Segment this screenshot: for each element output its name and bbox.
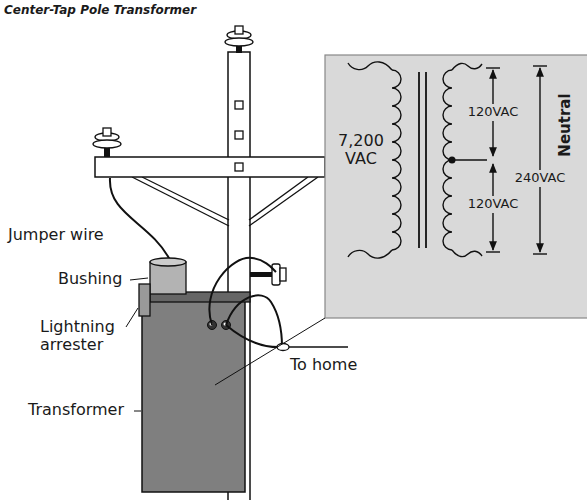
voltage-label: 240VAC (513, 170, 568, 187)
schematic-inset (325, 55, 587, 318)
diagram-title: Center-Tap Pole Transformer (4, 4, 196, 18)
part-label: To home (290, 356, 357, 374)
wire-clamp (277, 344, 289, 351)
dimension-tick (533, 253, 547, 254)
crossarm (95, 157, 325, 177)
voltage-label: 120VAC (466, 196, 521, 213)
neutral-label: Neutral (557, 93, 574, 156)
core-line (418, 72, 420, 248)
leader-line (126, 308, 138, 327)
neutral-wire (209, 258, 276, 325)
secondary-lead (452, 250, 482, 257)
insulator-disc (93, 140, 121, 148)
brace-line (142, 177, 229, 220)
brace-line (249, 177, 308, 220)
bolt (235, 131, 243, 139)
transformer-schematic (348, 62, 547, 258)
lightning-arrester (139, 284, 150, 316)
part-label: Jumper wire (8, 226, 104, 244)
bolt (235, 101, 243, 109)
crossarm-brace (132, 177, 318, 226)
spool-bracket (250, 272, 272, 277)
bushing (150, 262, 186, 294)
service-wire (226, 325, 282, 347)
inset-leader (215, 318, 325, 385)
dimension-tick (486, 251, 500, 252)
bushing-top (150, 258, 186, 266)
core-line (425, 72, 427, 248)
pole-bolts (235, 101, 243, 171)
center-tap-dot (449, 157, 456, 164)
left-insulator (93, 128, 121, 157)
bolt (235, 163, 243, 171)
spool-body (280, 268, 286, 281)
insulator-cap (103, 128, 111, 136)
top-insulator (225, 26, 253, 53)
brace-line (249, 177, 318, 226)
dimension-tick (533, 65, 547, 66)
spool-insulator (250, 264, 286, 285)
primary-coil (392, 70, 401, 250)
brace-line (132, 177, 229, 226)
service-drop (289, 346, 348, 348)
secondary-lead (452, 63, 482, 70)
jumper-wire (110, 178, 170, 260)
primary-lead (348, 250, 392, 258)
center-tap-line (452, 159, 487, 160)
insulator-disc (225, 38, 253, 46)
part-label: Transformer (28, 401, 124, 419)
leader-line (134, 411, 141, 412)
secondary-wires (209, 258, 282, 347)
part-label: Bushing (58, 270, 122, 288)
dimension-tick (486, 67, 500, 68)
primary-lead (348, 62, 392, 70)
voltage-arrow (539, 68, 540, 252)
insulator-cap (235, 26, 243, 34)
transformer-illustration (139, 258, 250, 492)
voltage-label: 120VAC (466, 104, 521, 121)
voltage-label: 7,200 VAC (333, 132, 389, 169)
label-leaders (126, 278, 148, 411)
spool-body (272, 264, 280, 285)
service-wire (226, 295, 282, 347)
leader-line (130, 278, 148, 280)
part-label: Lightning arrester (40, 318, 140, 355)
